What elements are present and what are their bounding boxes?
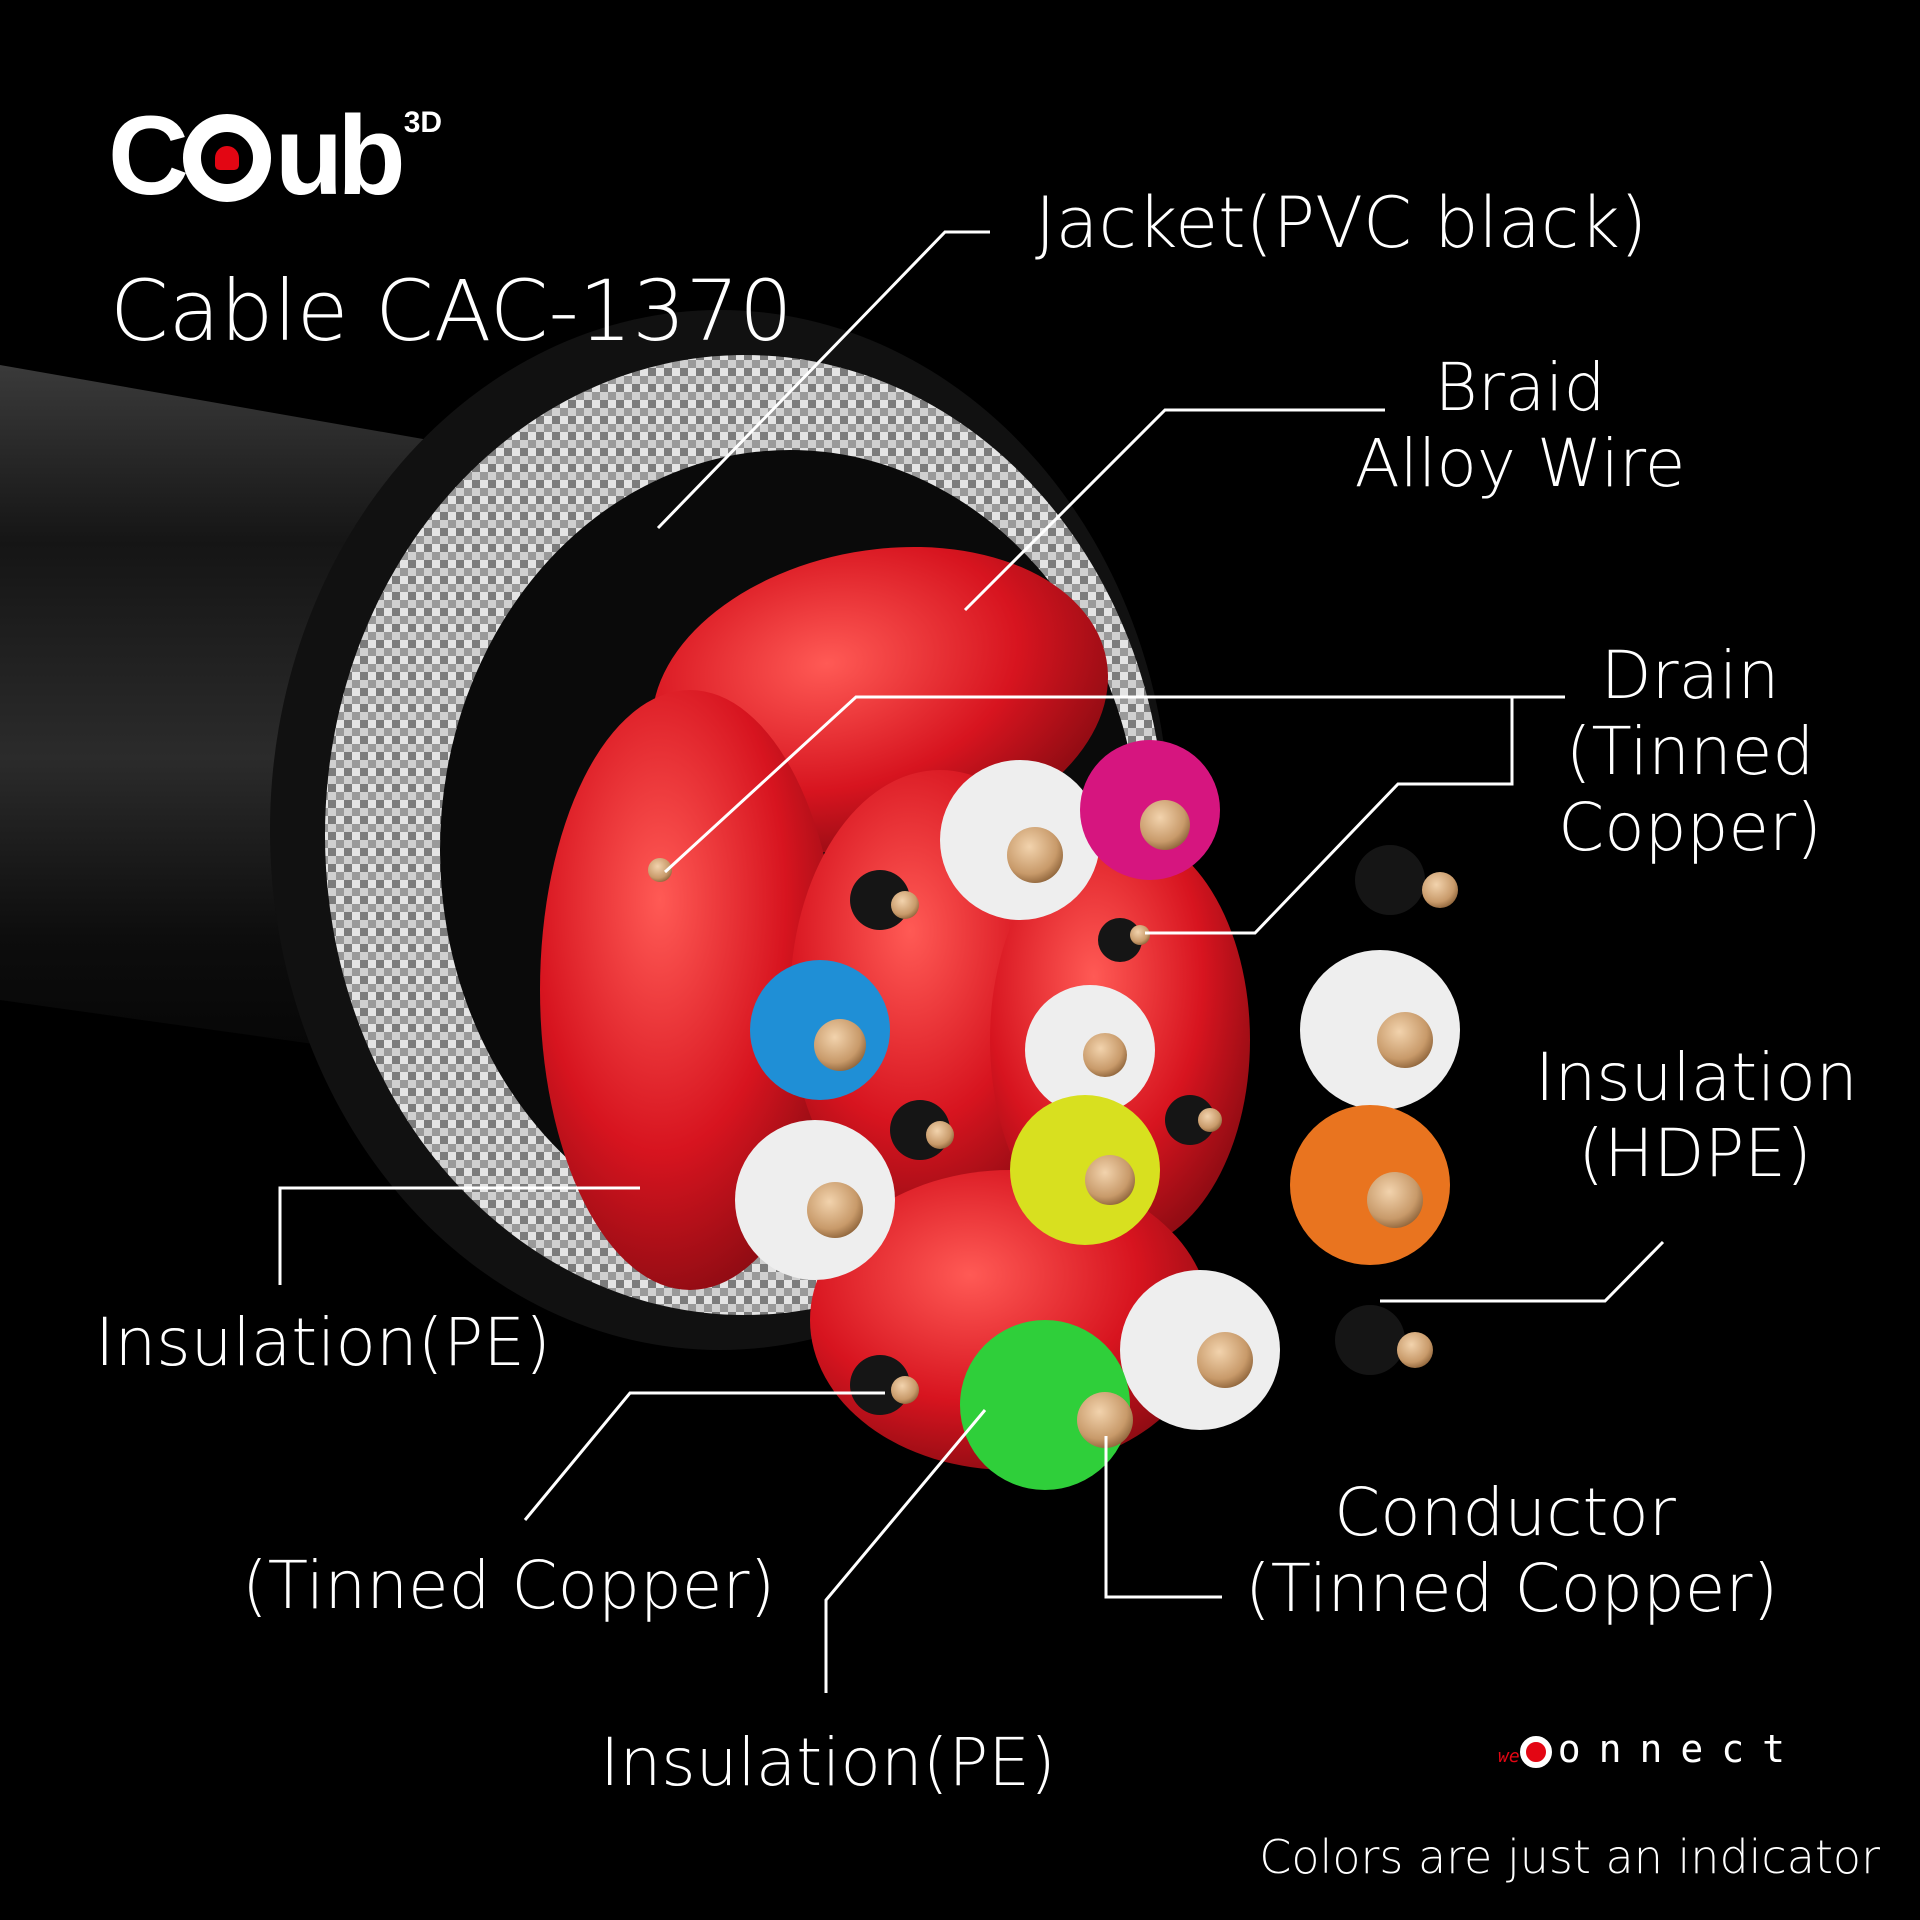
leader-lines	[278, 230, 1665, 1693]
leader-jacket	[656, 230, 990, 530]
footnote: Colors are just an indicator	[1259, 1830, 1880, 1884]
conductor	[1083, 1033, 1127, 1077]
core-orange	[1290, 1105, 1450, 1265]
core-yellow	[1010, 1095, 1160, 1245]
leader-drain-2	[1145, 697, 1514, 935]
conductor	[1197, 1332, 1253, 1388]
drain-tip	[1397, 1332, 1433, 1368]
conductor	[1085, 1155, 1135, 1205]
drain-wire	[1335, 1305, 1405, 1375]
leader-braid	[963, 408, 1385, 612]
leader-drain	[663, 695, 1565, 874]
club-icon	[182, 114, 271, 202]
product-title: Cable CAC-1370	[110, 262, 793, 360]
core-green	[960, 1320, 1130, 1490]
label-conductor: Conductor (Tinned Copper)	[1245, 1474, 1779, 1627]
drain-wire	[1165, 1095, 1215, 1145]
label-insulation-pe-left: Insulation(PE)	[95, 1304, 551, 1381]
conductors	[648, 800, 1458, 1448]
drain-wire	[1098, 918, 1142, 962]
drain-wire	[1355, 845, 1425, 915]
drain-tip	[891, 1376, 919, 1404]
conductor	[807, 1182, 863, 1238]
conductor	[814, 1019, 866, 1071]
label-braid: Braid Alloy Wire	[1354, 349, 1686, 502]
leader-pe-bottom	[824, 1409, 987, 1693]
label-insulation-pe-bottom: Insulation(PE)	[600, 1724, 1056, 1801]
drain-tip	[648, 858, 672, 882]
conductor	[1077, 1392, 1133, 1448]
leader-pe-left	[278, 1186, 640, 1285]
drain-tip	[1422, 872, 1458, 908]
leader-hdpe	[1380, 1240, 1665, 1303]
label-tinned-copper: (Tinned Copper)	[242, 1547, 776, 1624]
conductor	[1377, 1012, 1433, 1068]
label-jacket: Jacket(PVC black)	[1035, 182, 1648, 264]
drain-tip	[1198, 1108, 1222, 1132]
leader-conductor	[1104, 1436, 1222, 1599]
conductor	[1007, 827, 1063, 883]
connect-ring-icon	[1519, 1735, 1552, 1768]
leader-tinned-copper	[523, 1391, 885, 1521]
conductor	[1140, 800, 1190, 850]
label-drain: Drain (Tinned Copper)	[1558, 637, 1822, 866]
drain-wire	[850, 1355, 910, 1415]
drain-wire	[850, 870, 910, 930]
label-insulation-hdpe: Insulation (HDPE)	[1535, 1039, 1858, 1192]
drain-tip	[891, 891, 919, 919]
drain-tip	[1130, 925, 1150, 945]
drain-tip	[926, 1121, 954, 1149]
conductor	[1367, 1172, 1423, 1228]
